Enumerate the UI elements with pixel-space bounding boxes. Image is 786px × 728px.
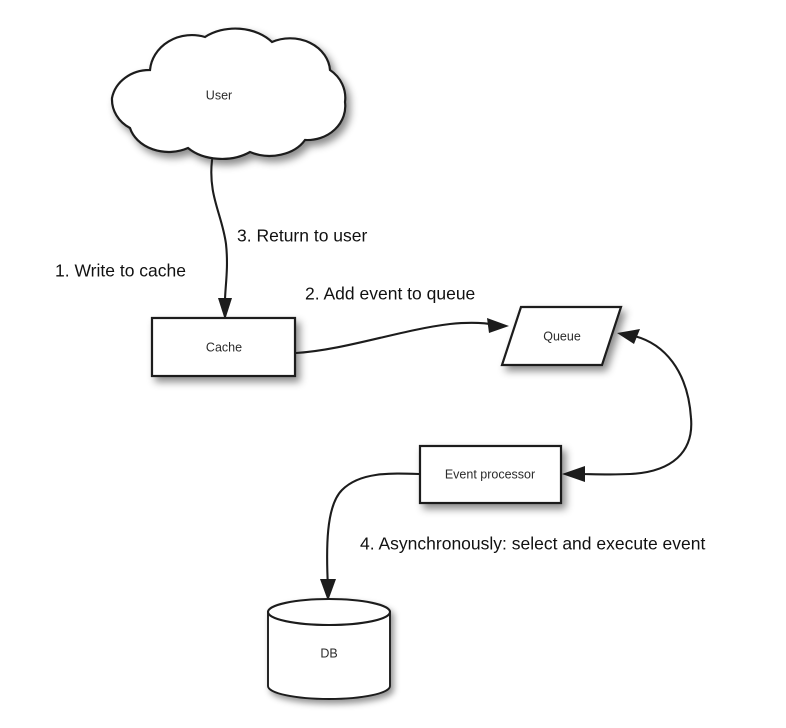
node-cache-label: Cache	[206, 340, 242, 354]
edge-user-to-cache-arrowhead	[218, 298, 232, 320]
event-processor-shape	[418, 444, 563, 505]
queue-shape	[500, 305, 623, 367]
edge-eventprocessor-to-db	[320, 472, 421, 601]
edge-cache-to-queue-arrowhead	[487, 318, 509, 333]
node-db[interactable]: DB	[266, 597, 392, 700]
edge-user-to-cache-line	[210, 158, 229, 310]
step-label-4: 4. Asynchronously: select and execute ev…	[360, 534, 705, 554]
node-user[interactable]: User	[110, 27, 347, 160]
node-user-label: User	[206, 88, 232, 102]
edge-eventprocessor-to-db-arrowhead	[320, 579, 336, 601]
node-event-processor[interactable]: Event processor	[418, 444, 563, 505]
edge-loop-line	[576, 333, 693, 476]
edge-loop-arrowhead-to-eventprocessor	[562, 466, 585, 482]
edge-user-to-cache	[210, 158, 232, 320]
edge-loop-arrowhead-to-queue	[617, 329, 640, 344]
node-queue-label: Queue	[543, 329, 581, 343]
step-label-2: 2. Add event to queue	[305, 284, 475, 304]
node-cache[interactable]: Cache	[150, 316, 297, 378]
edge-eventprocessor-to-db-line	[326, 472, 421, 590]
cache-shape	[150, 316, 297, 378]
node-event-processor-label: Event processor	[445, 467, 535, 481]
edge-queue-eventprocessor-loop	[562, 329, 693, 482]
edge-cache-to-queue-line	[294, 321, 498, 355]
node-db-label: DB	[320, 646, 337, 660]
db-cylinder-body	[267, 611, 391, 700]
step-label-1: 1. Write to cache	[55, 261, 186, 281]
node-queue[interactable]: Queue	[500, 305, 623, 367]
step-label-3: 3. Return to user	[237, 226, 368, 246]
edge-cache-to-queue	[294, 318, 509, 355]
cloud-shape	[110, 27, 347, 160]
db-cylinder-top	[266, 597, 392, 627]
